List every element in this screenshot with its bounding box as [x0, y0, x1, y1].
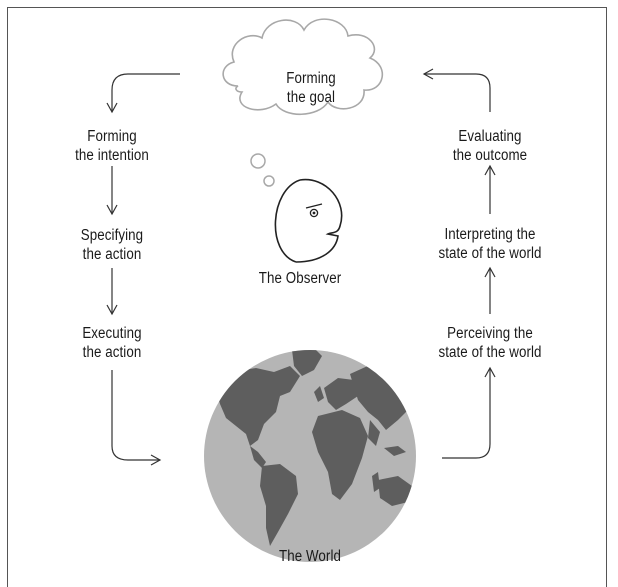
- arrow-goal-to-intention: [106, 73, 180, 114]
- label-executing-action: Executing the action: [82, 325, 142, 361]
- label-forming-goal: Forming the goal: [286, 70, 336, 106]
- label-forming-intention: Forming the intention: [75, 128, 149, 164]
- label-world: The World: [278, 548, 342, 565]
- arrow-world-to-perceiving: [442, 366, 496, 459]
- label-interpreting-state: Interpreting the state of the world: [438, 226, 542, 262]
- observer-face-icon: [274, 178, 343, 263]
- label-observer: The Observer: [258, 270, 342, 287]
- world-globe-icon: [204, 350, 416, 562]
- arrow-evaluating-to-goal: [422, 68, 491, 112]
- diagram-frame: [7, 7, 607, 587]
- thought-cloud-icon: [222, 18, 384, 115]
- thought-bubble-large: [250, 153, 266, 169]
- thought-bubble-small: [263, 175, 275, 187]
- label-evaluating-outcome: Evaluating the outcome: [452, 128, 528, 164]
- arrow-executing-to-world: [111, 370, 162, 466]
- label-perceiving-state: Perceiving the state of the world: [438, 325, 542, 361]
- label-specifying-action: Specifying the action: [80, 227, 144, 263]
